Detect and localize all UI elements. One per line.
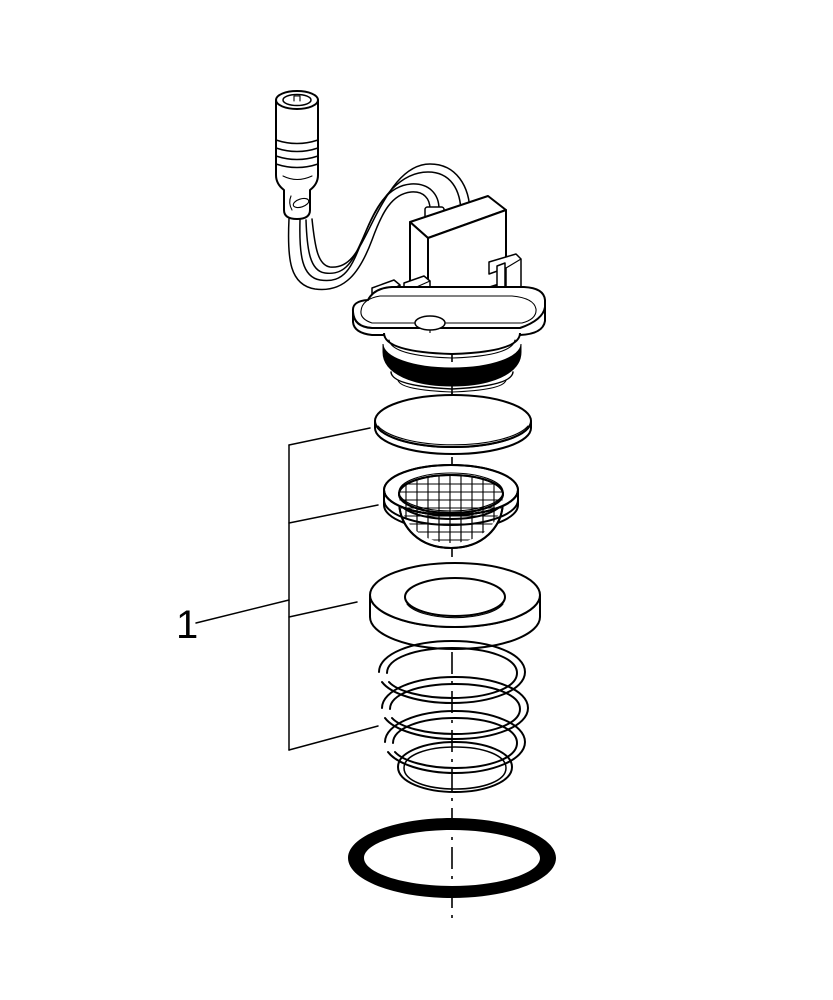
mesh-strainer [383, 464, 519, 549]
callout-branch-washer [288, 601, 358, 618]
callout-branch-spring [288, 725, 379, 751]
flat-disc-gasket [374, 394, 532, 455]
base-seal-band [382, 343, 522, 401]
coil-spring [378, 640, 529, 793]
callout-label-1: 1 [176, 603, 198, 647]
callout-leader [195, 599, 290, 624]
callout-1[interactable]: 1 [176, 427, 379, 751]
callout-branch-strainer [288, 504, 379, 524]
cable-connector-plug [275, 90, 319, 220]
thick-washer-ring [369, 562, 541, 650]
callout-branch-disc [288, 427, 371, 446]
valve-base-plate [351, 253, 546, 359]
